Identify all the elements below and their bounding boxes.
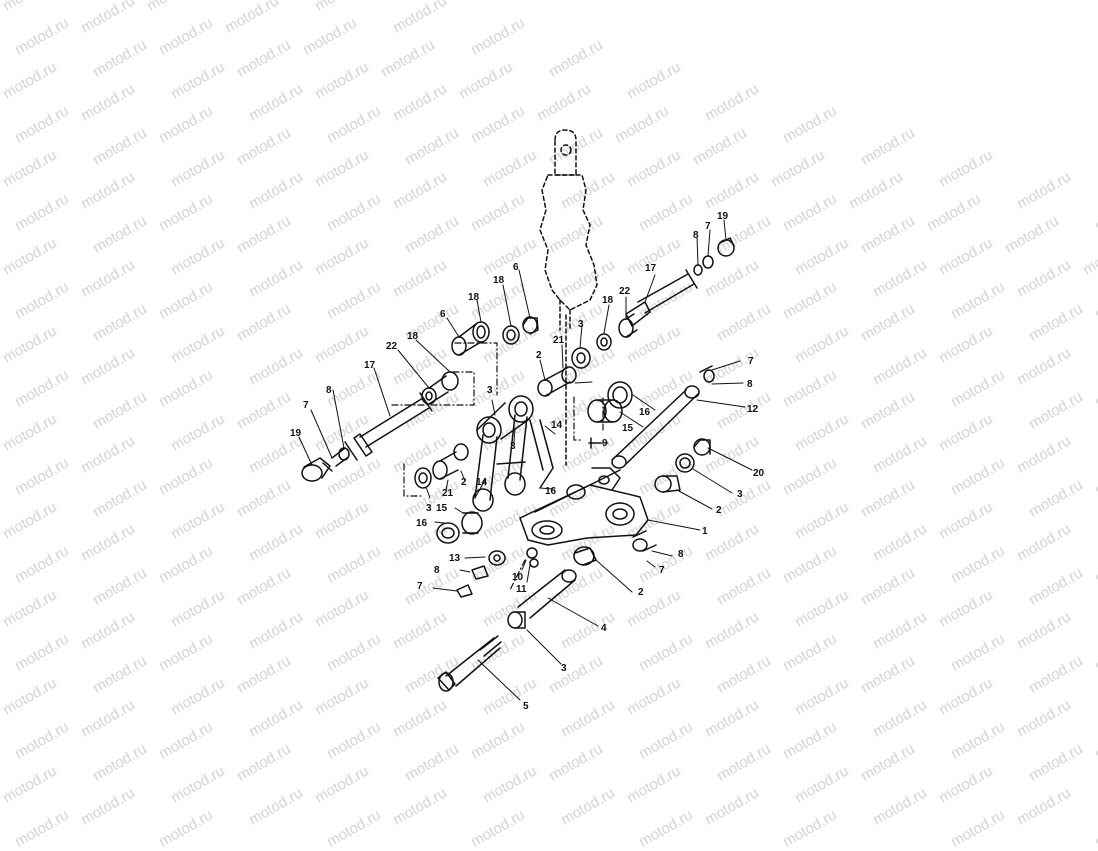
callout-7: 7 xyxy=(659,565,665,576)
lower-sleeve-and-bolt xyxy=(437,546,597,692)
callout-22: 22 xyxy=(619,286,631,297)
callout-20: 20 xyxy=(753,468,765,479)
right-upper-bolt xyxy=(596,237,735,351)
callout-8: 8 xyxy=(747,379,753,390)
callout-15: 15 xyxy=(622,423,634,434)
callout-3: 3 xyxy=(561,663,567,674)
callout-18: 18 xyxy=(468,292,480,303)
callout-17: 17 xyxy=(364,360,376,371)
callout-6: 6 xyxy=(513,262,519,273)
callout-3: 3 xyxy=(578,319,584,330)
callout-3: 3 xyxy=(426,503,432,514)
callout-7: 7 xyxy=(303,400,309,411)
right-bushings xyxy=(587,381,633,449)
callout-3: 3 xyxy=(510,441,516,452)
callout-1: 1 xyxy=(702,526,708,537)
callout-8: 8 xyxy=(434,565,440,576)
callout-16: 16 xyxy=(639,407,651,418)
callout-14: 14 xyxy=(476,477,488,488)
callout-3: 3 xyxy=(487,385,493,396)
callout-18: 18 xyxy=(493,275,505,286)
callout-13: 13 xyxy=(449,553,461,564)
shock-absorber xyxy=(539,129,598,466)
callout-2: 2 xyxy=(638,587,644,598)
callout-17: 17 xyxy=(645,263,657,274)
callout-12: 12 xyxy=(747,404,759,415)
callout-8: 8 xyxy=(326,385,332,396)
leader-lines xyxy=(298,219,753,701)
callout-10: 10 xyxy=(512,572,524,583)
callout-18: 18 xyxy=(407,331,419,342)
callout-11: 11 xyxy=(516,584,527,595)
callout-4: 4 xyxy=(601,623,607,634)
right-lower-bushings xyxy=(654,438,711,493)
alignment-guides xyxy=(391,342,604,591)
callout-7: 7 xyxy=(748,356,754,367)
callout-21: 21 xyxy=(442,488,454,499)
exploded-parts-diagram: 1 2 2 2 2 3 3 3 3 3 3 4 5 6 6 7 7 7 7 7 … xyxy=(290,129,765,712)
callout-19: 19 xyxy=(290,428,302,439)
callout-2: 2 xyxy=(716,505,722,516)
left-long-bolt xyxy=(301,392,433,482)
long-rod xyxy=(611,365,715,469)
left-upper-sleeves xyxy=(421,321,490,405)
callout-2: 2 xyxy=(461,477,467,488)
callout-16: 16 xyxy=(545,486,557,497)
callout-2: 2 xyxy=(536,350,542,361)
callout-7: 7 xyxy=(417,581,423,592)
callout-18: 18 xyxy=(602,295,614,306)
rocker-arm xyxy=(519,467,649,546)
callout-19: 19 xyxy=(717,211,729,222)
center-upper-sleeves xyxy=(502,316,591,397)
callout-7: 7 xyxy=(705,221,711,232)
callout-21: 21 xyxy=(553,335,565,346)
callout-16: 16 xyxy=(416,518,428,529)
callout-15: 15 xyxy=(436,503,448,514)
callout-22: 22 xyxy=(386,341,398,352)
linkage-arms xyxy=(472,395,554,512)
callout-8: 8 xyxy=(678,549,684,560)
left-lower-bushings xyxy=(414,443,483,544)
callout-9: 9 xyxy=(602,438,608,449)
callout-labels: 1 2 2 2 2 3 3 3 3 3 3 4 5 6 6 7 7 7 7 7 … xyxy=(290,211,765,712)
callout-3: 3 xyxy=(737,489,743,500)
callout-6: 6 xyxy=(440,309,446,320)
callout-14: 14 xyxy=(551,420,563,431)
small-hardware xyxy=(456,530,657,598)
callout-8: 8 xyxy=(693,230,699,241)
callout-5: 5 xyxy=(523,701,529,712)
